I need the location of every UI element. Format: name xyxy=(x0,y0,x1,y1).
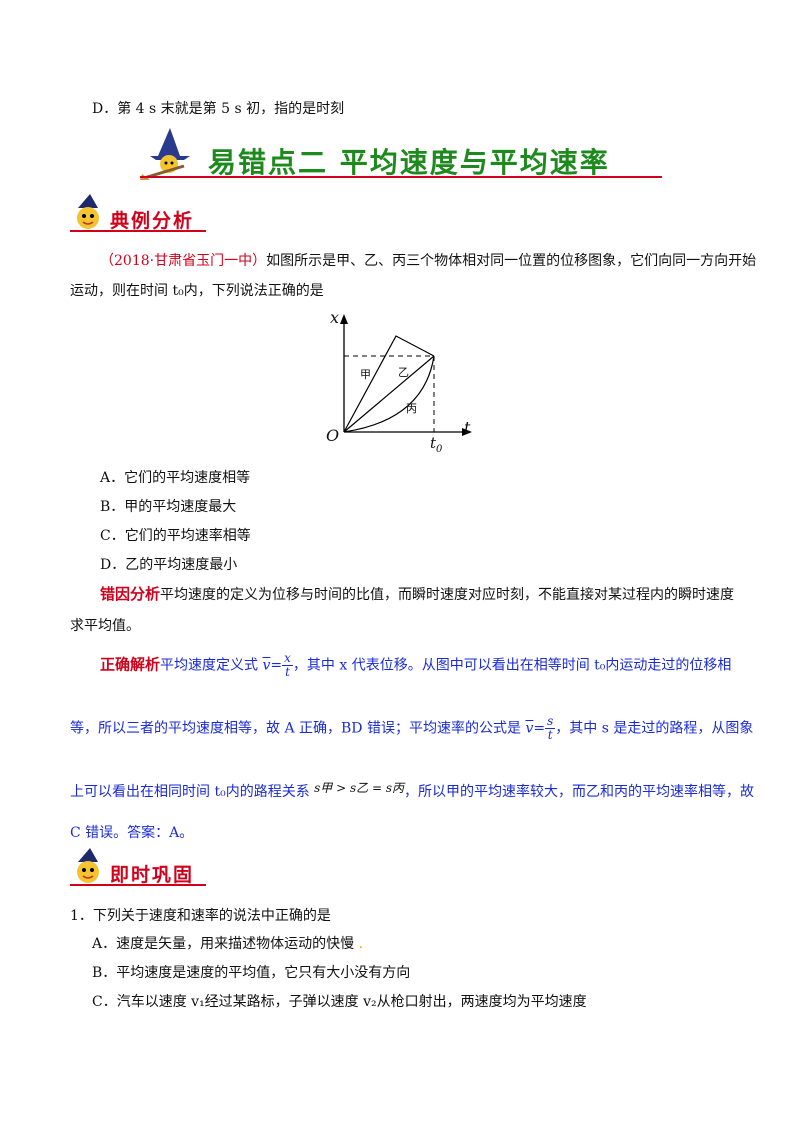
option-d: D．乙的平均速度最小 xyxy=(100,557,238,573)
curve-bing-label: 丙 xyxy=(406,402,417,415)
example-heading: 典例分析 xyxy=(110,210,195,232)
practice-heading-rule xyxy=(70,884,206,886)
practice-option-c: C．汽车以速度 v₁经过某路标，子弹以速度 v₂从枪口射出，两速度均为平均速度 xyxy=(92,994,587,1010)
solution-text-3a: 上可以看出在相同时间 t₀内的路程关系 xyxy=(70,784,310,800)
speed-symbol: v xyxy=(525,720,534,737)
solution-velocity-symbol: v xyxy=(262,657,271,674)
error-analysis-tag: 错因分析 xyxy=(100,585,161,603)
title-rule xyxy=(140,176,662,178)
solution-tag: 正确解析 xyxy=(100,655,161,674)
mascot-icon-2 xyxy=(70,848,106,886)
wizard-mascot-icon xyxy=(140,126,200,180)
mascot-icon xyxy=(70,194,106,232)
solution-text-1b: ，其中 x 代表位移。从图中可以看出在相等时间 t₀内运动走过的位移相 xyxy=(292,657,732,674)
origin-label: O xyxy=(326,426,340,445)
top-option-d: D．第 4 s 末就是第 5 s 初，指的是时刻 xyxy=(92,101,345,117)
solution-text-4: C 错误。答案：A。 xyxy=(70,825,194,841)
option-a: A．它们的平均速度相等 xyxy=(100,470,251,486)
question-text-2: 运动，则在时间 t₀内，下列说法正确的是 xyxy=(70,283,324,299)
y-axis-label: x xyxy=(330,308,340,327)
practice-question-1: 1．下列关于速度和速率的说法中正确的是 xyxy=(70,908,331,924)
curve-yi-label: 乙 xyxy=(398,366,409,379)
option-b: B．甲的平均速度最大 xyxy=(100,499,237,515)
solution-text-3b: ，所以甲的平均速率较大，而乙和丙的平均速率相等，故 xyxy=(403,784,754,800)
solution-text-1a: 平均速度定义式 xyxy=(160,657,259,674)
error-analysis-line-1: 错因分析平均速度的定义为位移与时间的比值，而瞬时速度对应时刻，不能直接对某过程内… xyxy=(100,583,734,604)
question-source: （2018·甘肃省玉门一中） xyxy=(100,253,267,269)
solution-line-3: 上可以看出在相同时间 t₀内的路程关系 s甲 > s乙 = s丙，所以甲的平均速… xyxy=(70,779,754,801)
t0-label: t0 xyxy=(430,434,443,455)
error-analysis-text-2: 求平均值。 xyxy=(70,618,140,634)
practice-option-a: A．速度是矢量，用来描述物体运动的快慢 . xyxy=(92,936,364,952)
practice-heading: 即时巩固 xyxy=(110,864,195,886)
position-time-graph: x t O t0 甲 乙 丙 xyxy=(320,308,480,456)
question-line-1: （2018·甘肃省玉门一中）如图所示是甲、乙、丙三个物体相对同一位置的位移图象，… xyxy=(100,250,756,270)
x-axis-label: t xyxy=(464,418,471,437)
option-c: C．它们的平均速率相等 xyxy=(100,528,251,544)
solution-text-2a: 等，所以三者的平均速度相等，故 A 正确，BD 错误；平均速率的公式是 xyxy=(70,720,521,737)
solution-text-2b: ，其中 s 是走过的路程，从图象 xyxy=(555,720,754,737)
section-title: 易错点二 平均速度与平均速率 xyxy=(208,146,610,179)
curve-jia-label: 甲 xyxy=(360,368,371,381)
practice-option-b: B．平均速度是速度的平均值，它只有大小没有方向 xyxy=(92,965,411,981)
error-analysis-text-1: 平均速度的定义为位移与时间的比值，而瞬时速度对应时刻，不能直接对某过程内的瞬时速… xyxy=(160,587,735,603)
question-text-1: 如图所示是甲、乙、丙三个物体相对同一位置的位移图象，它们向同一方向开始 xyxy=(266,253,757,269)
heading-rule xyxy=(70,230,206,232)
path-relation: s甲 > s乙 = s丙 xyxy=(314,781,404,795)
